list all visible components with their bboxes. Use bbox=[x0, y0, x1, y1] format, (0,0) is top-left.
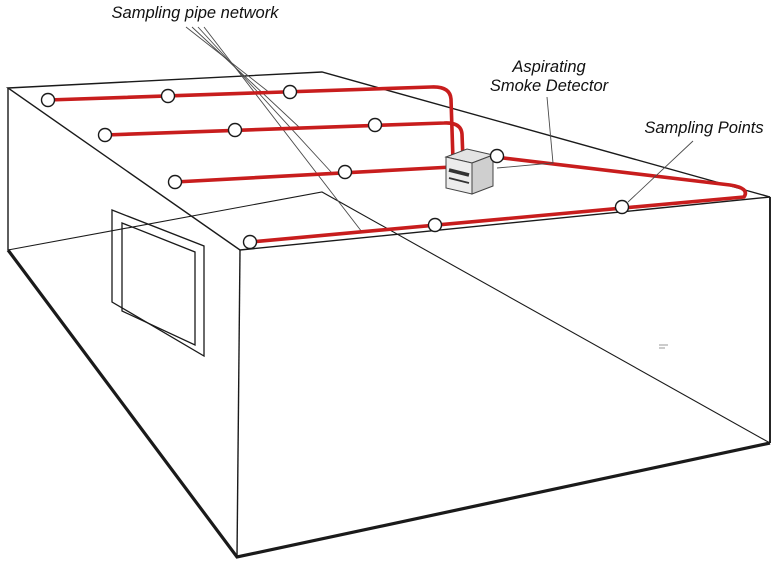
detector-leader-line bbox=[496, 96, 554, 169]
detector-side-face bbox=[471, 154, 494, 195]
sampling-points-leader-line bbox=[627, 140, 694, 203]
leader-line-row3 bbox=[197, 26, 333, 174]
pipe-network-label: Sampling pipe network bbox=[112, 4, 280, 22]
sampling-point-5 bbox=[227, 122, 243, 138]
pipe-branch-1 bbox=[46, 85, 455, 162]
sampling-point-1 bbox=[40, 92, 56, 108]
sampling-point-12 bbox=[489, 148, 505, 164]
sampling-point-7 bbox=[167, 174, 183, 190]
sampling-point-3 bbox=[282, 84, 298, 100]
leader-line-row2 bbox=[191, 26, 301, 129]
room-floor-back-edges bbox=[7, 191, 771, 444]
detector-label-line2: Smoke Detector bbox=[490, 77, 610, 95]
pipe-trunk-loop bbox=[248, 152, 748, 244]
sampling-point-11 bbox=[614, 199, 630, 215]
pipe-branch-3 bbox=[173, 165, 454, 184]
detector-vent-slot bbox=[448, 168, 470, 177]
sampling-points bbox=[40, 84, 630, 250]
room-wireframe bbox=[5, 71, 771, 559]
sampling-points-label: Sampling Points bbox=[644, 119, 763, 137]
room-near-corner-edge bbox=[236, 249, 241, 558]
window-outer-frame bbox=[111, 209, 205, 358]
room-floor-front-edges bbox=[6, 249, 771, 559]
sampling-point-4 bbox=[97, 127, 113, 143]
detector-vent-slot-2 bbox=[448, 177, 470, 184]
room-hidden-edges bbox=[7, 191, 771, 444]
window bbox=[111, 209, 205, 358]
pipe-branch-2 bbox=[103, 121, 465, 162]
sampling-pipe-network bbox=[46, 85, 748, 244]
window-inner-frame bbox=[121, 222, 196, 347]
sampling-point-8 bbox=[337, 164, 353, 180]
sampling-point-2 bbox=[160, 88, 176, 104]
sampling-point-6 bbox=[367, 117, 383, 133]
stray-mark bbox=[659, 344, 668, 349]
sampling-point-10 bbox=[427, 217, 443, 233]
aspirating-smoke-detector bbox=[444, 148, 495, 195]
label-leader-lines bbox=[496, 96, 694, 203]
sampling-point-9 bbox=[242, 234, 258, 250]
detector-label-line1: Aspirating bbox=[511, 58, 586, 76]
